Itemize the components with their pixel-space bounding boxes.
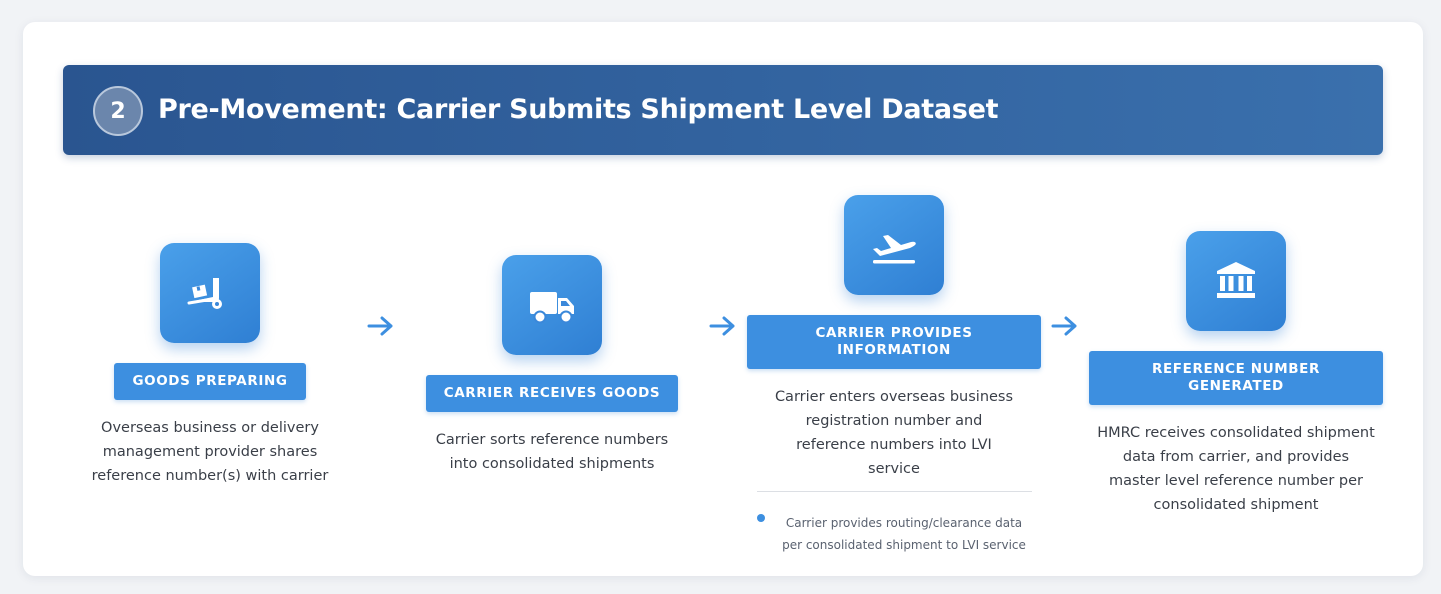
arrow-right-icon bbox=[709, 316, 735, 336]
step-description: Carrier sorts reference numbers into con… bbox=[435, 432, 669, 472]
step-label: CARRIER PROVIDES INFORMATION bbox=[747, 315, 1041, 369]
dolly-box-icon bbox=[160, 243, 260, 343]
plane-departure-icon bbox=[844, 195, 944, 295]
step-number-badge: 2 bbox=[93, 86, 143, 136]
step-note: Carrier provides routing/clearance data … bbox=[756, 512, 1032, 556]
section-title: Pre-Movement: Carrier Submits Shipment L… bbox=[158, 94, 999, 125]
bank-building-icon bbox=[1186, 231, 1286, 331]
step-description: Overseas business or delivery management… bbox=[91, 420, 329, 484]
truck-icon bbox=[502, 255, 602, 355]
bullet-dot-icon bbox=[756, 514, 765, 522]
step-description: HMRC receives consolidated shipment data… bbox=[1097, 425, 1375, 513]
section-header: 2 Pre-Movement: Carrier Submits Shipment… bbox=[63, 65, 1383, 155]
step-description: Carrier enters overseas business registr… bbox=[774, 389, 1014, 477]
step-label: GOODS PREPARING bbox=[114, 363, 306, 400]
divider bbox=[756, 491, 1032, 492]
step-goods-preparing: GOODS PREPARING Overseas business or del… bbox=[75, 243, 345, 488]
step-reference-number-generated: REFERENCE NUMBER GENERATED HMRC receives… bbox=[1089, 231, 1383, 517]
step-carrier-provides-information: CARRIER PROVIDES INFORMATION Carrier ent… bbox=[747, 195, 1041, 556]
step-carrier-receives-goods: CARRIER RECEIVES GOODS Carrier sorts ref… bbox=[417, 255, 687, 476]
step-label: CARRIER RECEIVES GOODS bbox=[425, 375, 679, 412]
arrow-right-icon bbox=[1051, 316, 1077, 336]
step-label: REFERENCE NUMBER GENERATED bbox=[1089, 351, 1383, 405]
arrow-right-icon bbox=[367, 316, 393, 336]
note-text: Carrier provides routing/clearance data … bbox=[782, 516, 1026, 552]
